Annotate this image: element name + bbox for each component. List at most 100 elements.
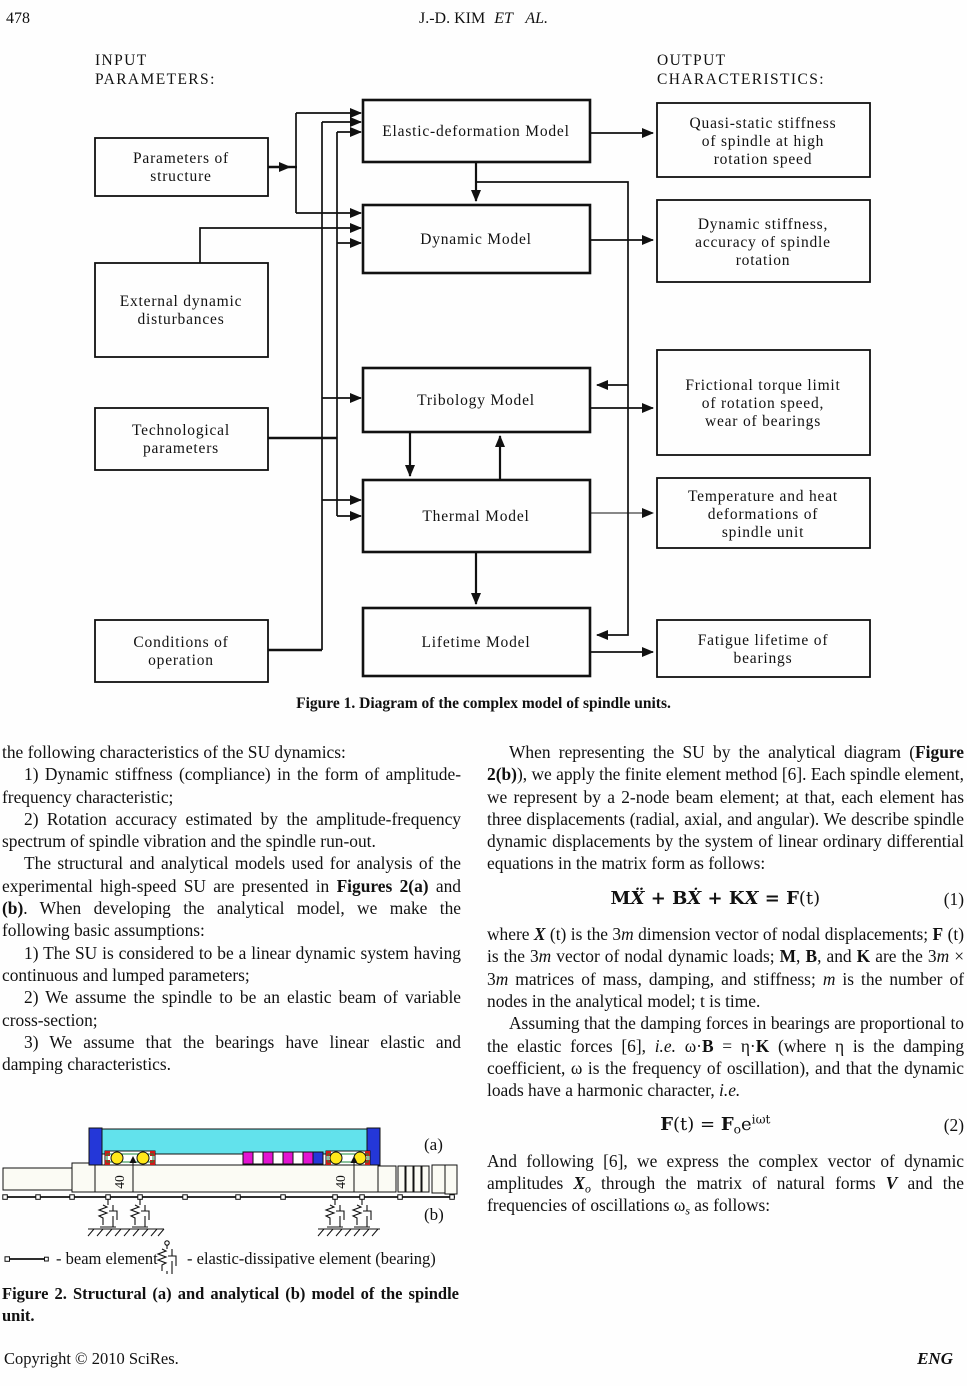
text-run: i.e. [654,1035,676,1056]
bearing-ball [136,1151,150,1165]
text-run: + [701,887,729,909]
paragraph: When representing the SU by the analytic… [487,741,964,875]
text-run: × 3 [487,946,965,989]
flange-left [88,1127,103,1166]
text-run: (where η is the damping coefficient, ω i… [487,1035,965,1101]
node-label: Lifetime Model [422,634,531,651]
text-run: X [744,887,759,909]
figure2-caption: Figure 2. Structural (a) and analytical … [2,1284,459,1325]
left-column: the following characteristics of the SU … [2,741,461,1075]
text-run: m [495,968,509,989]
text-run: matrices of mass, damping, and stiffness… [508,968,823,989]
text-run: where [487,924,534,945]
text-run: 3) We assume that the bearings have line… [2,1031,461,1075]
text-run: m [936,946,950,967]
text-run: as follows: [689,1195,771,1216]
front-bearing [104,1150,156,1166]
text-run: M [779,946,797,967]
shaft-rib [413,1165,422,1193]
running-head-etal: ET AL. [494,10,548,27]
diagram-arrows [199,108,654,657]
text-run: K [755,1035,770,1056]
text-run: = [758,887,787,909]
text-run: B [672,887,688,909]
text-run: V [885,1173,898,1194]
dimension-label: 40 [333,1175,348,1189]
text-run: 1) The SU is considered to be a linear d… [2,942,461,985]
text-run: The structural and analytical models use… [2,853,461,896]
text-run: Figures 2(a) [336,875,429,896]
paragraph: The structural and analytical models use… [2,852,461,941]
equation-number: (2) [943,1115,964,1136]
text-run: dimension vector of nodal displacements; [633,924,933,945]
shaft-body [94,1164,379,1193]
text-run: (t) is the 3 [487,924,964,967]
equation-body: MẌ + BẊ + KX = F(t) [487,888,944,910]
legend-beam-text: - beam element [56,1249,158,1268]
equation-number: (1) [943,888,964,909]
analytical-model: (b) [2,1194,455,1237]
figure2-legend: - beam element - elastic-dissipative ele… [4,1240,436,1274]
spring-damper-elements [97,1199,372,1228]
paragraph: 2) Rotation accuracy estimated by the am… [2,808,461,853]
text-run: m [538,946,552,967]
text-run: When representing the SU by the analytic… [509,742,916,762]
text-run: is the number of nodes in the analytical… [487,968,964,1011]
shaft-rib [397,1165,406,1193]
text-run: through the matrix of natural forms [590,1173,886,1194]
text-run: F [786,887,799,909]
text-run: , [796,946,806,967]
text-run: F [932,924,944,945]
text-run: , and [817,946,857,967]
text-run: are the 3 [870,946,937,967]
text-run: Figure 2(b) [487,742,964,785]
figure2-diagram: 40 40 (a) [2,1127,458,1274]
text-run: e [741,1114,752,1136]
text-run: 1) Dynamic stiffness (compliance) in the… [2,764,461,807]
node-label: Thermal Model [422,508,529,525]
text-run: K [728,887,745,909]
paragraph: Assuming that the damping forces in bear… [487,1012,964,1101]
text-run: And following [6], we express the comple… [487,1150,964,1194]
copyright-notice: Copyright © 2010 SciRes. [4,1349,179,1368]
text-run: (t) [798,887,821,909]
bearing-ball [110,1151,124,1165]
node-label: Dynamic Model [420,231,532,248]
text-run: s [685,1203,690,1218]
text-run: vector of nodal dynamic loads; [551,946,780,967]
figure1-caption: Figure 1. Diagram of the complex model o… [296,695,671,712]
text-run: B [701,1035,714,1056]
node-label: Elastic-deformation Model [382,123,569,140]
text-run: X [533,924,546,945]
node-dynamic-model: Dynamic Model [361,203,592,275]
text-run: o [733,1122,741,1137]
equation-body: F(t) = Foeiωt [487,1114,944,1136]
spindle-housing [99,1128,371,1155]
text-run: m [822,968,836,989]
shaft-rib [405,1165,414,1193]
elastic-element-symbol [156,1240,177,1274]
text-run: Ẋ [687,887,702,909]
text-run: F [720,1114,734,1136]
text-run: o [585,1181,591,1196]
text-run: F [660,1114,674,1136]
bearing-ball [353,1151,367,1165]
node-thermal-model: Thermal Model [361,478,592,554]
running-head-authors: J.-D. KIM [419,10,486,27]
elastic-dissipative-element [324,1199,345,1228]
text-run: (t) = [673,1114,721,1136]
shaft-segment [444,1164,458,1195]
